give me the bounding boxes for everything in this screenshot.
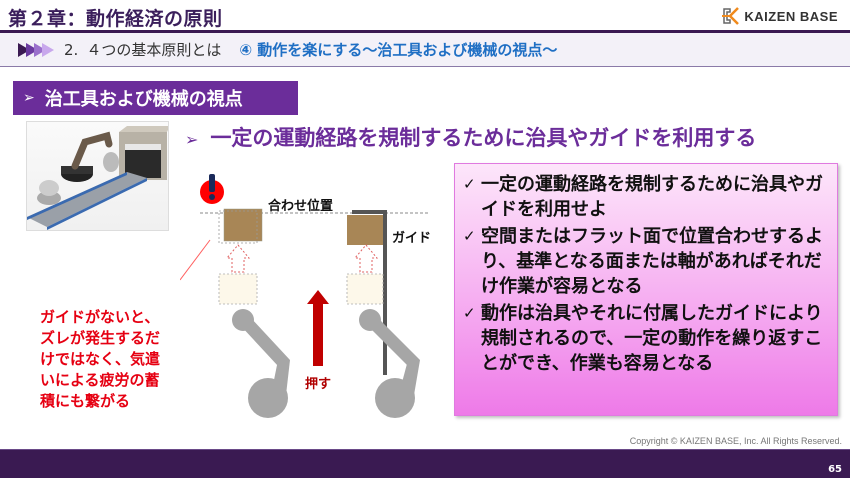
push-arrow-icon <box>307 290 329 366</box>
kaizen-logo-icon <box>722 7 740 25</box>
robot-conveyor-image <box>26 121 169 231</box>
subheader-main: ４つの基本原則とは <box>86 41 222 59</box>
arrow-bullet-icon: ➢ <box>23 90 35 106</box>
warning-line: けではなく、気遣 <box>40 350 161 368</box>
subheader-accent: ④ 動作を楽にする～治工具および機械の視点～ <box>239 41 558 59</box>
arrow-bullet-icon: ➢ <box>185 130 199 149</box>
section-label: 治工具および機械の視点 <box>44 89 243 110</box>
section-badge: ➢ 治工具および機械の視点 <box>13 81 298 115</box>
checklist-item: ✓ 空間またはフラット面で位置合わせするより、基準となる面または軸があればそれだ… <box>463 224 827 299</box>
checklist-item-text: 動作は治具やそれに付属したガイドにより規制されるので、一定の動作を繰り返すことが… <box>481 303 823 374</box>
chevron-arrows-icon <box>18 42 54 57</box>
align-position-label: 合わせ位置 <box>268 199 334 214</box>
checklist-item-text: 空間またはフラット面で位置合わせするより、基準となる面または軸があればそれだけ作… <box>481 226 823 297</box>
copyright-notice: Copyright © KAIZEN BASE, Inc. All Rights… <box>629 436 842 446</box>
page-number: 65 <box>828 464 842 475</box>
chapter-title: 第２章：動作経済の原則 <box>8 8 223 30</box>
warning-exclamation-icon <box>200 174 224 204</box>
checklist-item: ✓ 動作は治具やそれに付属したガイドにより規制されるので、一定の動作を繰り返すこ… <box>463 301 827 376</box>
jig-guide-diagram <box>180 174 430 418</box>
warning-line: 積にも繋がる <box>40 392 131 410</box>
subheader-number: 2. <box>64 40 79 59</box>
check-icon: ✓ <box>463 304 476 322</box>
headline-text: 一定の運動経路を規制するために治具やガイドを利用する <box>210 126 757 150</box>
push-label: 押す <box>305 377 332 392</box>
logo-text: KAIZEN BASE <box>744 8 838 24</box>
warning-line: ガイドがないと、 <box>40 308 160 326</box>
footer-bar: 65 <box>0 449 850 478</box>
company-logo: KAIZEN BASE <box>720 6 838 26</box>
checklist-item-text: 一定の運動経路を規制するために治具やガイドを利用せよ <box>481 174 823 220</box>
title-divider <box>0 30 850 33</box>
warning-note: ガイドがないと、 ズレが発生するだ けではなく、気遣 いによる疲労の蓄 積にも繋… <box>40 307 160 412</box>
check-icon: ✓ <box>463 175 476 193</box>
check-icon: ✓ <box>463 227 476 245</box>
main-headline: ➢ 一定の運動経路を規制するために治具やガイドを利用する <box>185 122 756 152</box>
warning-line: ズレが発生するだ <box>40 329 161 347</box>
warning-line: いによる疲労の蓄 <box>40 371 160 389</box>
checklist-item: ✓ 一定の運動経路を規制するために治具やガイドを利用せよ <box>463 172 827 222</box>
principles-checklist: ✓ 一定の運動経路を規制するために治具やガイドを利用せよ ✓ 空間またはフラット… <box>454 163 838 416</box>
guide-label: ガイド <box>392 231 432 246</box>
subheader-bar: 2. ４つの基本原則とは ④ 動作を楽にする～治工具および機械の視点～ <box>0 33 850 67</box>
